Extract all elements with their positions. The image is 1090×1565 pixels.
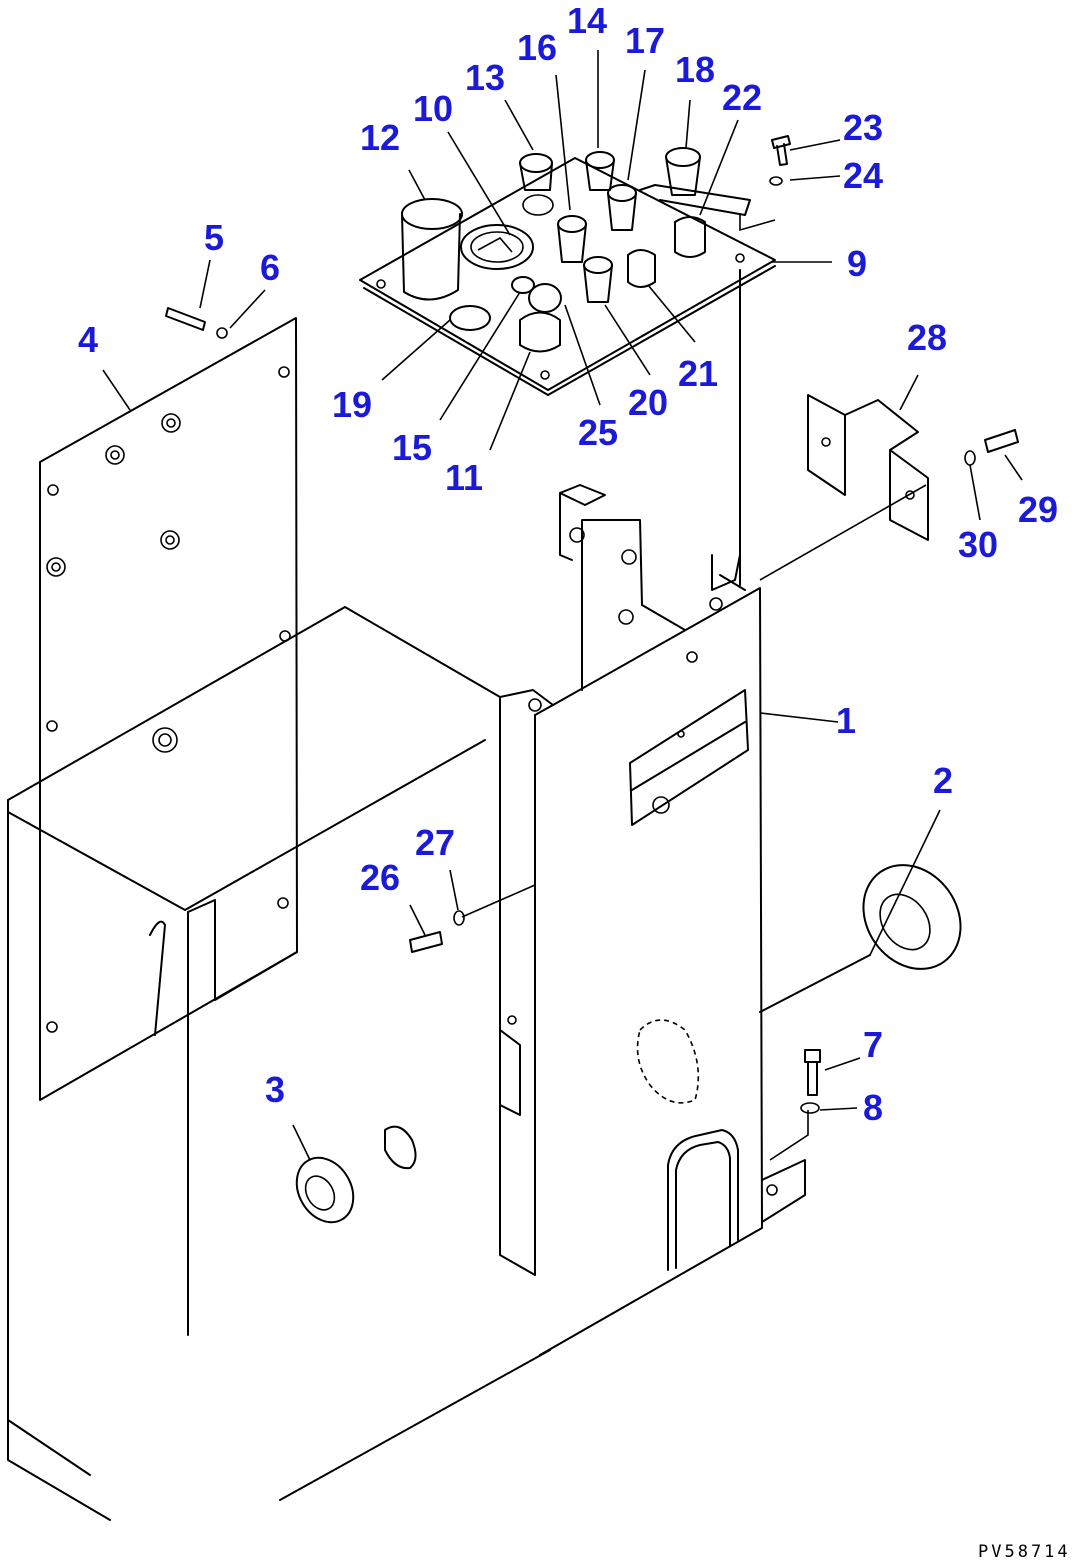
- callout-12: 12: [360, 117, 400, 158]
- callout-5: 5: [204, 217, 224, 258]
- callout-8: 8: [863, 1087, 883, 1128]
- callout-1: 1: [836, 700, 856, 741]
- callout-23: 23: [843, 107, 883, 148]
- callout-6: 6: [260, 247, 280, 288]
- callout-22: 22: [722, 77, 762, 118]
- callout-25: 25: [578, 412, 618, 453]
- callout-16: 16: [517, 27, 557, 68]
- callout-21: 21: [678, 353, 718, 394]
- upright-column: [559, 269, 746, 691]
- callout-28: 28: [907, 317, 947, 358]
- callout-labels: 1 2 3 4 5 6 7 8 9 10 11 12 13 14 15 16 1…: [78, 0, 1058, 1128]
- callout-15: 15: [392, 427, 432, 468]
- bracket-28: [807, 394, 929, 541]
- fasteners: [165, 135, 1019, 1114]
- callout-18: 18: [675, 49, 715, 90]
- callout-2: 2: [933, 760, 953, 801]
- callout-3: 3: [265, 1069, 285, 1110]
- grommet-3: [295, 1156, 355, 1224]
- callout-30: 30: [958, 524, 998, 565]
- callout-17: 17: [625, 20, 665, 61]
- callout-4: 4: [78, 319, 98, 360]
- callout-9: 9: [847, 243, 867, 284]
- callout-14: 14: [567, 0, 607, 41]
- callout-29: 29: [1018, 489, 1058, 530]
- main-frame: [7, 587, 871, 1521]
- leader-lines: [102, 50, 1023, 1161]
- callout-19: 19: [332, 384, 372, 425]
- callout-11: 11: [445, 457, 483, 498]
- drawing-code: PV58714: [978, 1542, 1071, 1562]
- switch-panel: [359, 147, 776, 396]
- callout-20: 20: [628, 382, 668, 423]
- callout-26: 26: [360, 857, 400, 898]
- callout-13: 13: [465, 57, 505, 98]
- callout-24: 24: [843, 155, 883, 196]
- callout-27: 27: [415, 822, 455, 863]
- callout-10: 10: [413, 88, 453, 129]
- callout-7: 7: [863, 1024, 883, 1065]
